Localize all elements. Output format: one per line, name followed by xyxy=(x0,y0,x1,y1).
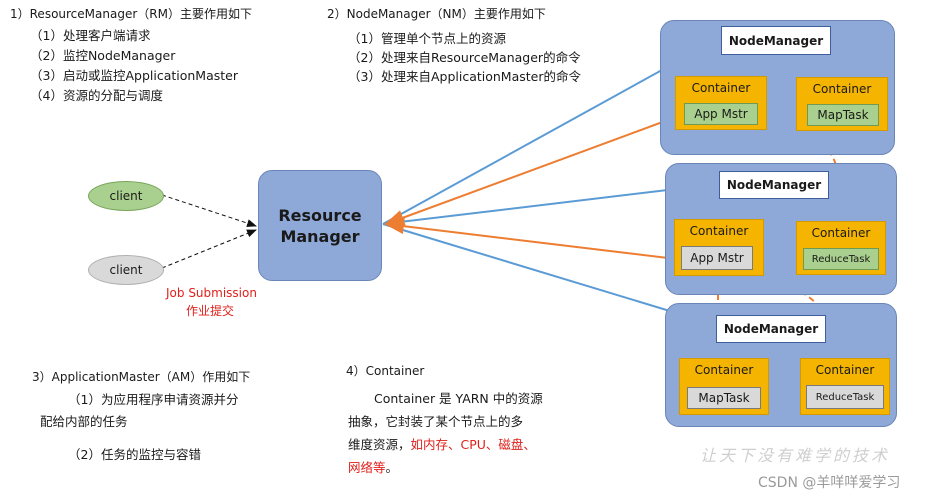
node-3-reducetask: ReduceTask xyxy=(806,385,884,409)
node-2-container-1: Container App Mstr xyxy=(674,219,764,276)
client-node-2: client xyxy=(88,255,164,285)
container-desc-line3-red: 如内存、CPU、磁盘、 xyxy=(410,437,536,452)
node-3-container-2-label: Container xyxy=(815,363,875,377)
node-2-container-1-label: Container xyxy=(689,224,749,238)
node-3-container-1: Container MapTask xyxy=(679,358,769,415)
node-1-app-mstr: App Mstr xyxy=(684,103,758,125)
nm-item-2: （2）处理来自ResourceManager的命令 xyxy=(348,50,581,65)
job-submission-cn: 作业提交 xyxy=(186,304,235,318)
container-desc-line3: 维度资源，如内存、CPU、磁盘、 xyxy=(348,434,536,453)
am-item-1-line1: （1）为应用程序申请资源并分 xyxy=(68,392,239,407)
node-3-container-1-label: Container xyxy=(694,363,754,377)
nm-section-title: 2）NodeManager（NM）主要作用如下 xyxy=(327,7,546,21)
rm-item-1: （1）处理客户端请求 xyxy=(30,28,151,43)
node-2-reducetask: ReduceTask xyxy=(803,248,879,270)
rm-label-line1: Resource xyxy=(278,205,362,225)
node-3-container-2: Container ReduceTask xyxy=(800,358,890,415)
node-2-container-2-label: Container xyxy=(811,226,871,240)
node-1-maptask: MapTask xyxy=(807,104,879,126)
resource-manager-box: Resource Manager xyxy=(258,170,382,281)
node-3-maptask: MapTask xyxy=(687,387,761,409)
container-desc-line3-plain: 维度资源， xyxy=(348,437,411,452)
nm-item-3: （3）处理来自ApplicationMaster的命令 xyxy=(348,69,581,84)
node-1-container-1-label: Container xyxy=(691,81,751,95)
nm-item-1: （1）管理单个节点上的资源 xyxy=(348,31,506,46)
am-item-1-line2: 配给内部的任务 xyxy=(40,414,128,429)
am-section-title: 3）ApplicationMaster（AM）作用如下 xyxy=(32,370,251,384)
rm-item-3: （3）启动或监控ApplicationMaster xyxy=(30,68,238,83)
rm-to-nm2-arrow xyxy=(382,178,720,225)
rm-to-nm3-arrow xyxy=(382,223,718,328)
container-desc-line4: 网络等。 xyxy=(348,457,398,476)
container-desc-line2: 抽象，它封装了某个节点上的多 xyxy=(348,414,524,429)
container-desc-line4-red: 网络等 xyxy=(348,460,386,475)
node-2-nodemanager: NodeManager xyxy=(719,171,829,199)
am2-to-rm-arrow xyxy=(384,218,669,259)
am-item-2: （2）任务的监控与容错 xyxy=(68,447,201,462)
node-2-app-mstr: App Mstr xyxy=(681,246,753,270)
node-1-nodemanager: NodeManager xyxy=(721,26,831,55)
container-section-title: 4）Container xyxy=(346,364,425,378)
am1-to-rm-arrow xyxy=(384,119,669,226)
client2-arrow xyxy=(161,229,257,269)
node-1-container-1: Container App Mstr xyxy=(675,76,767,130)
rm-label-line2: Manager xyxy=(280,226,360,246)
node-3-nodemanager: NodeManager xyxy=(716,315,826,343)
client1-arrow xyxy=(161,194,257,227)
container-desc-line4-end: 。 xyxy=(385,460,399,475)
client-node-1: client xyxy=(88,181,164,211)
container-desc-line1: Container 是 YARN 中的资源 xyxy=(374,391,543,406)
node-1-container-2-label: Container xyxy=(812,82,872,96)
node-2: NodeManager Container App Mstr Container… xyxy=(665,163,897,295)
csdn-credit: CSDN @羊咩咩爱学习 xyxy=(758,475,901,491)
job-submission-en: Job Submission xyxy=(166,286,257,300)
rm-item-2: （2）监控NodeManager xyxy=(30,48,176,63)
watermark-text: 让天下没有难学的技术 xyxy=(700,446,891,465)
rm-section-title: 1）ResourceManager（RM）主要作用如下 xyxy=(10,7,252,21)
node-1-container-2: Container MapTask xyxy=(796,77,888,131)
node-1: NodeManager Container App Mstr Container… xyxy=(660,20,895,155)
node-3: NodeManager Container MapTask Container … xyxy=(665,303,897,427)
node-2-container-2: Container ReduceTask xyxy=(796,221,886,275)
rm-item-4: （4）资源的分配与调度 xyxy=(30,88,163,103)
